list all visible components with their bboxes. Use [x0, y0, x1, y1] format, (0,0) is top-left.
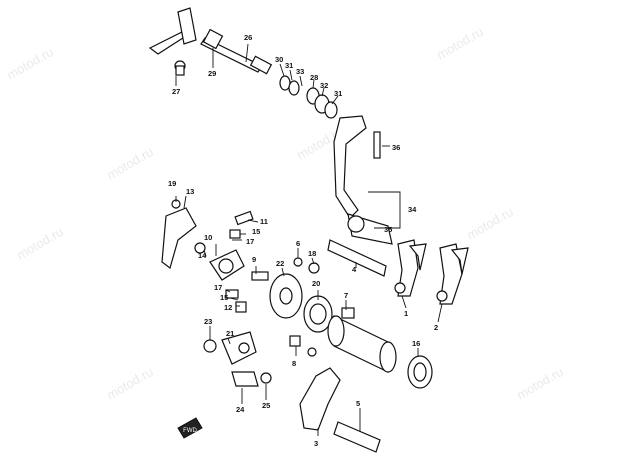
callout: 10: [204, 233, 212, 242]
callout: 34: [408, 205, 417, 214]
callout: 28: [310, 73, 318, 82]
callout: 27: [172, 87, 180, 96]
callout: 2: [434, 323, 438, 332]
callout: 3: [314, 439, 318, 448]
watermark: motod.ru: [14, 224, 66, 263]
callout: 33: [296, 67, 304, 76]
callout: 36: [392, 143, 400, 152]
shift-fork-3: [299, 367, 341, 431]
callout: 29: [208, 69, 216, 78]
stopper-plate: [161, 207, 197, 270]
gearshift-cam: [327, 307, 397, 373]
callout: 17: [214, 283, 222, 292]
callout: 31: [285, 61, 293, 70]
gearshift-shaft: [148, 7, 338, 119]
callout: 25: [262, 401, 270, 410]
callout: 19: [168, 179, 176, 188]
callout: 5: [356, 399, 360, 408]
shift-rod-4: [327, 239, 387, 277]
callout: 35: [384, 225, 392, 234]
callout: 24: [236, 405, 245, 414]
callout: 4: [352, 265, 357, 274]
shift-rod-5: [333, 421, 381, 453]
callout: 6: [296, 239, 300, 248]
callout: 12: [224, 303, 232, 312]
callout: 7: [344, 291, 348, 300]
watermark: motod.ru: [104, 364, 156, 403]
watermark: motod.ru: [4, 44, 56, 83]
callout: 31: [334, 89, 342, 98]
cam-gear-assembly: [269, 273, 333, 333]
callout: 11: [260, 217, 268, 226]
callout: 20: [312, 279, 320, 288]
callout: 22: [276, 259, 284, 268]
cam-stopper: [209, 210, 254, 281]
front-marker: FWD: [177, 417, 203, 439]
callout: 9: [252, 255, 256, 264]
front-marker-label: FWD: [183, 428, 197, 434]
callout: 1: [404, 309, 408, 318]
leader-lines: [175, 43, 443, 436]
callout: 13: [186, 187, 194, 196]
gearshift-arm: [333, 115, 393, 245]
callout: 14: [198, 251, 207, 260]
callout: 17: [246, 237, 254, 246]
watermark: motod.ru: [434, 24, 486, 63]
callout: 15: [252, 227, 260, 236]
cam-stopper-plate: [203, 331, 272, 387]
callout: 30: [275, 55, 283, 64]
callout: 26: [244, 33, 252, 42]
callouts: 26 29 27 30 31 33 28 32 31 36 34 35 19 1…: [168, 33, 438, 448]
callout: 15: [220, 293, 228, 302]
callout: 8: [292, 359, 296, 368]
callout: 21: [226, 329, 234, 338]
shift-forks: [394, 239, 469, 305]
callout: 23: [204, 317, 212, 326]
watermark: motod.ru: [464, 204, 516, 243]
callout: 16: [412, 339, 420, 348]
callout: 18: [308, 249, 316, 258]
callout: 32: [320, 81, 328, 90]
watermark: motod.ru: [104, 144, 156, 183]
watermark: motod.ru: [514, 364, 566, 403]
